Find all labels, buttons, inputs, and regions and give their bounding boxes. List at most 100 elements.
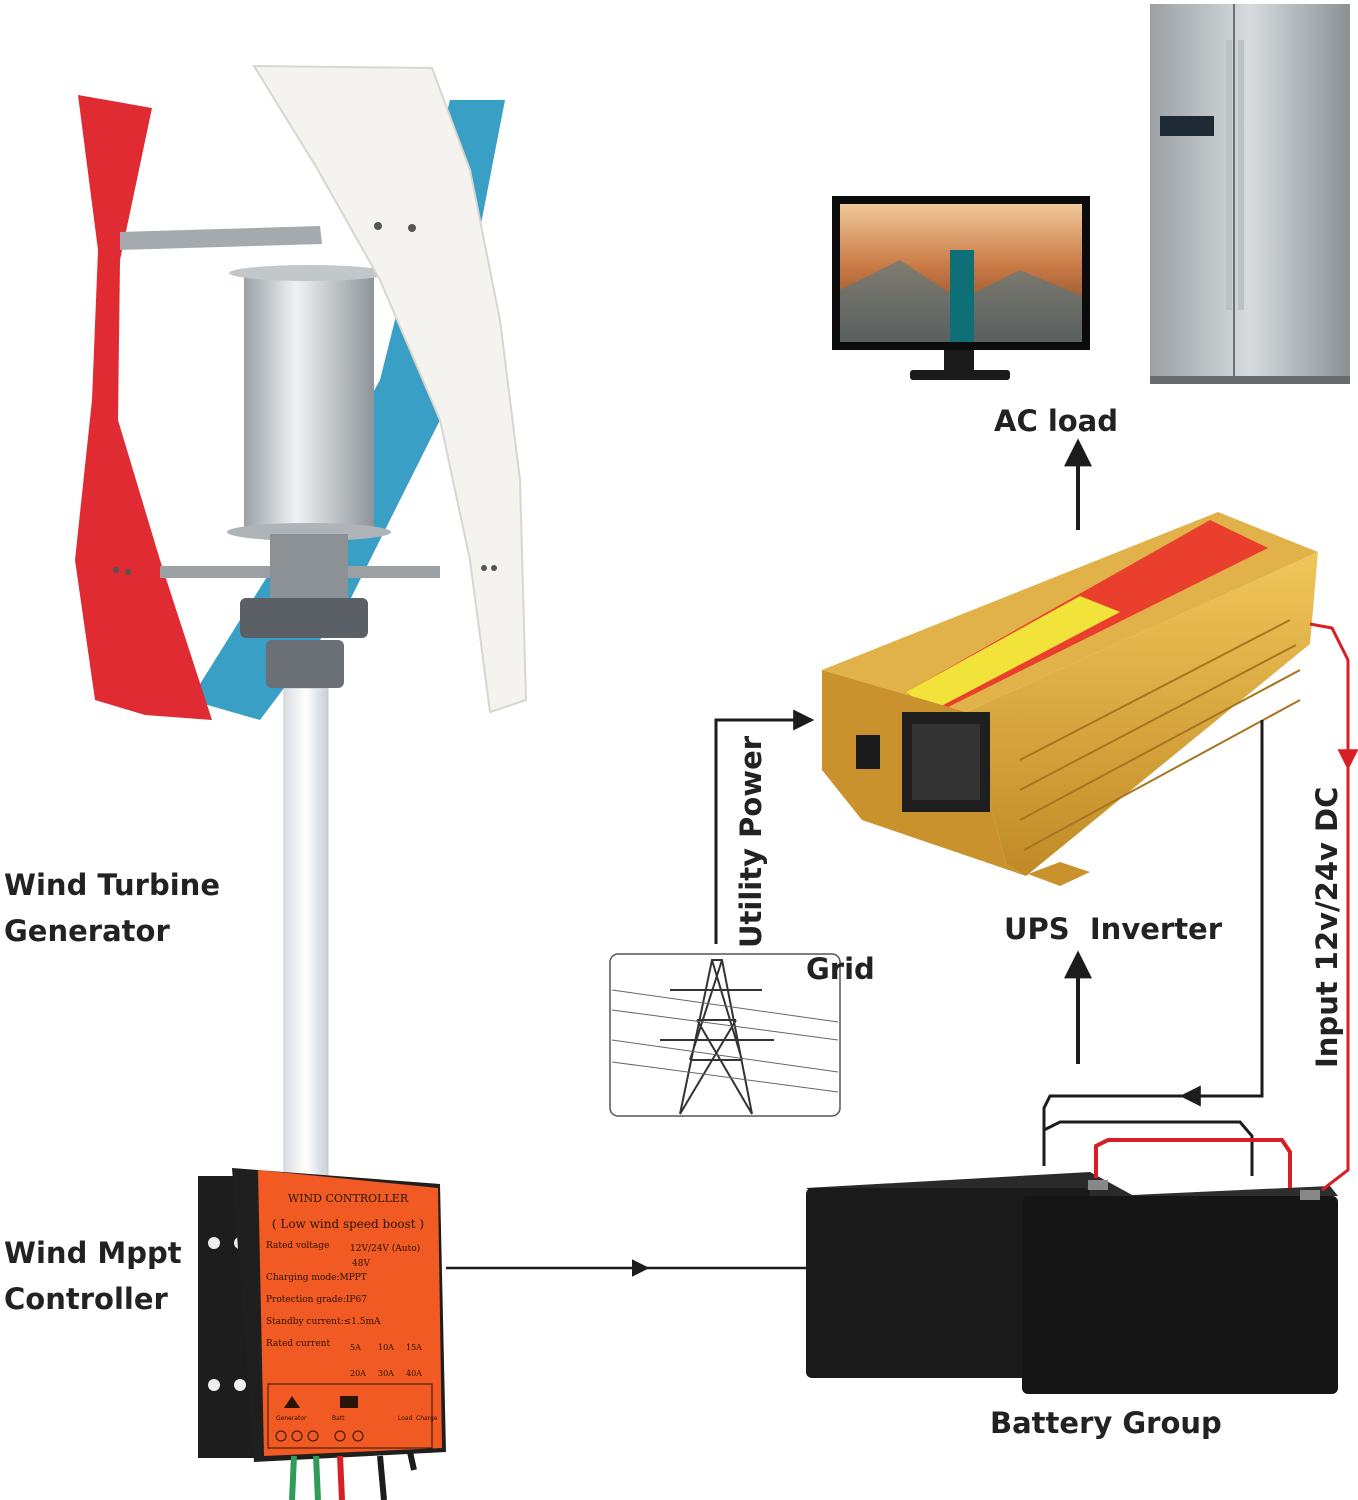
grid-label: Grid: [806, 952, 875, 986]
wire-battery-black-link: [1043, 1120, 1254, 1176]
generator-top: [229, 265, 389, 281]
bolt-icon: [125, 569, 131, 575]
tv-monitor-illustration: [832, 196, 1090, 380]
hub-shaft: [270, 534, 348, 600]
cable-black: [377, 1455, 387, 1500]
label-line: Wind Mppt: [4, 1236, 182, 1270]
controller-charging-mode: Charging mode:MPPT: [266, 1273, 367, 1283]
turbine-blade-red: [75, 95, 212, 720]
label-line: Wind Turbine: [4, 868, 220, 902]
rated-current-option: 40A: [406, 1369, 422, 1378]
controller-protection-grade: Protection grade:IP67: [266, 1295, 367, 1305]
turbine-mast: [283, 687, 329, 1179]
wind-turbine-generator-label: Wind Turbine Generator: [4, 862, 220, 955]
ups-inverter-label: UPS Inverter: [1004, 912, 1223, 946]
connection-wires: [446, 438, 1358, 1277]
inverter-vent: [1019, 644, 1297, 791]
bolt-icon: [113, 567, 119, 573]
bolt-icon: [491, 565, 497, 571]
inverter-vent: [1019, 669, 1301, 821]
battery-group-label: Battery Group: [990, 1406, 1222, 1440]
battery-back: [806, 1188, 1090, 1378]
wind-controller-illustration: WIND CONTROLLER ( Low wind speed boost )…: [198, 1168, 446, 1500]
controller-rated-voltage-option: 48V: [352, 1259, 370, 1269]
wire-inverter-to-battery-red: [1309, 622, 1350, 1192]
turbine-blade-white: [252, 64, 528, 714]
ac-load-label: AC load: [994, 404, 1119, 438]
controller-standby-current: Standby current:≤1.5mA: [266, 1317, 381, 1327]
tv-stand-base: [910, 370, 1010, 380]
grid-tower-illustration: [609, 953, 841, 1117]
battery-front: [1022, 1196, 1338, 1394]
inverter-power-switch: [856, 735, 880, 769]
cable-red: [337, 1455, 345, 1500]
inverter-vent: [1023, 699, 1301, 851]
controller-cables: [289, 1451, 417, 1500]
bolt-icon: [481, 565, 487, 571]
terminal-label: Generator: [276, 1415, 307, 1422]
fridge-display: [1160, 116, 1214, 136]
screw-terminal-icon: [291, 1430, 303, 1442]
grid-frame: [609, 953, 841, 1117]
inverter-side: [966, 552, 1318, 876]
cable-black: [407, 1451, 417, 1471]
rated-current-option: 15A: [406, 1343, 422, 1352]
controller-title: WIND CONTROLLER: [288, 1192, 409, 1205]
controller-rated-voltage-option: 12V/24V (Auto): [350, 1243, 420, 1254]
rated-current-option: 5A: [350, 1343, 361, 1352]
cable-green: [313, 1455, 321, 1500]
controller-face: [258, 1170, 442, 1456]
terminal-label: Load: [398, 1415, 413, 1422]
tv-stand-neck: [944, 350, 974, 370]
label-line: Generator: [4, 914, 170, 949]
terminal-label: Batt: [332, 1415, 345, 1422]
power-line: [611, 989, 839, 1023]
fan-icon: [284, 1396, 300, 1408]
controller-subtitle: ( Low wind speed boost ): [272, 1217, 424, 1231]
arrow-grid-to-inverter: [714, 709, 815, 944]
controller-rated-voltage: Rated voltage: [266, 1241, 329, 1251]
turbine-arm-upper: [120, 226, 322, 250]
battery-terminal: [1300, 1190, 1320, 1200]
controller-rated-current: Rated current: [266, 1339, 330, 1349]
fridge-handle: [1226, 40, 1232, 310]
battery-group-illustration: [806, 1172, 1338, 1394]
hub-bearing: [240, 598, 368, 638]
wind-turbine-illustration: [75, 64, 528, 1179]
wire-battery-black-loop: [1042, 1094, 1190, 1166]
bolt-icon: [374, 222, 382, 230]
wire-inverter-to-battery-black: [1179, 720, 1264, 1107]
fridge-handle: [1238, 40, 1244, 310]
mount-hole-icon: [234, 1379, 246, 1391]
input-dc-label: Input 12v/24v DC: [1310, 786, 1344, 1068]
ups-inverter-illustration: [822, 512, 1318, 886]
inverter-vent: [1019, 619, 1291, 761]
fridge-base: [1150, 376, 1350, 384]
rated-current-option: 30A: [378, 1369, 394, 1378]
mount-hole-icon: [208, 1379, 220, 1391]
cable-green: [289, 1455, 297, 1500]
screw-terminal-icon: [275, 1430, 287, 1442]
inverter-mount-foot: [1028, 862, 1090, 886]
inverter-ac-socket-face: [912, 724, 980, 800]
screw-terminal-icon: [307, 1430, 319, 1442]
terminal-label: Charge: [416, 1415, 438, 1422]
rated-current-option: 20A: [350, 1369, 366, 1378]
generator-cylinder: [244, 272, 374, 534]
fridge-body: [1150, 4, 1350, 384]
mount-hole-icon: [208, 1237, 220, 1249]
power-line: [611, 1039, 839, 1073]
screw-terminal-icon: [352, 1430, 364, 1442]
wind-mppt-controller-label: Wind Mppt Controller: [4, 1230, 182, 1323]
controller-terminal-screws: [275, 1430, 364, 1442]
label-line: Controller: [4, 1282, 168, 1317]
power-line: [611, 1061, 839, 1093]
bolt-icon: [408, 224, 416, 232]
battery-icon: [340, 1396, 358, 1408]
screw-terminal-icon: [334, 1430, 346, 1442]
transmission-tower-icon: [660, 959, 774, 1115]
wire-battery-red-link: [1094, 1138, 1292, 1188]
